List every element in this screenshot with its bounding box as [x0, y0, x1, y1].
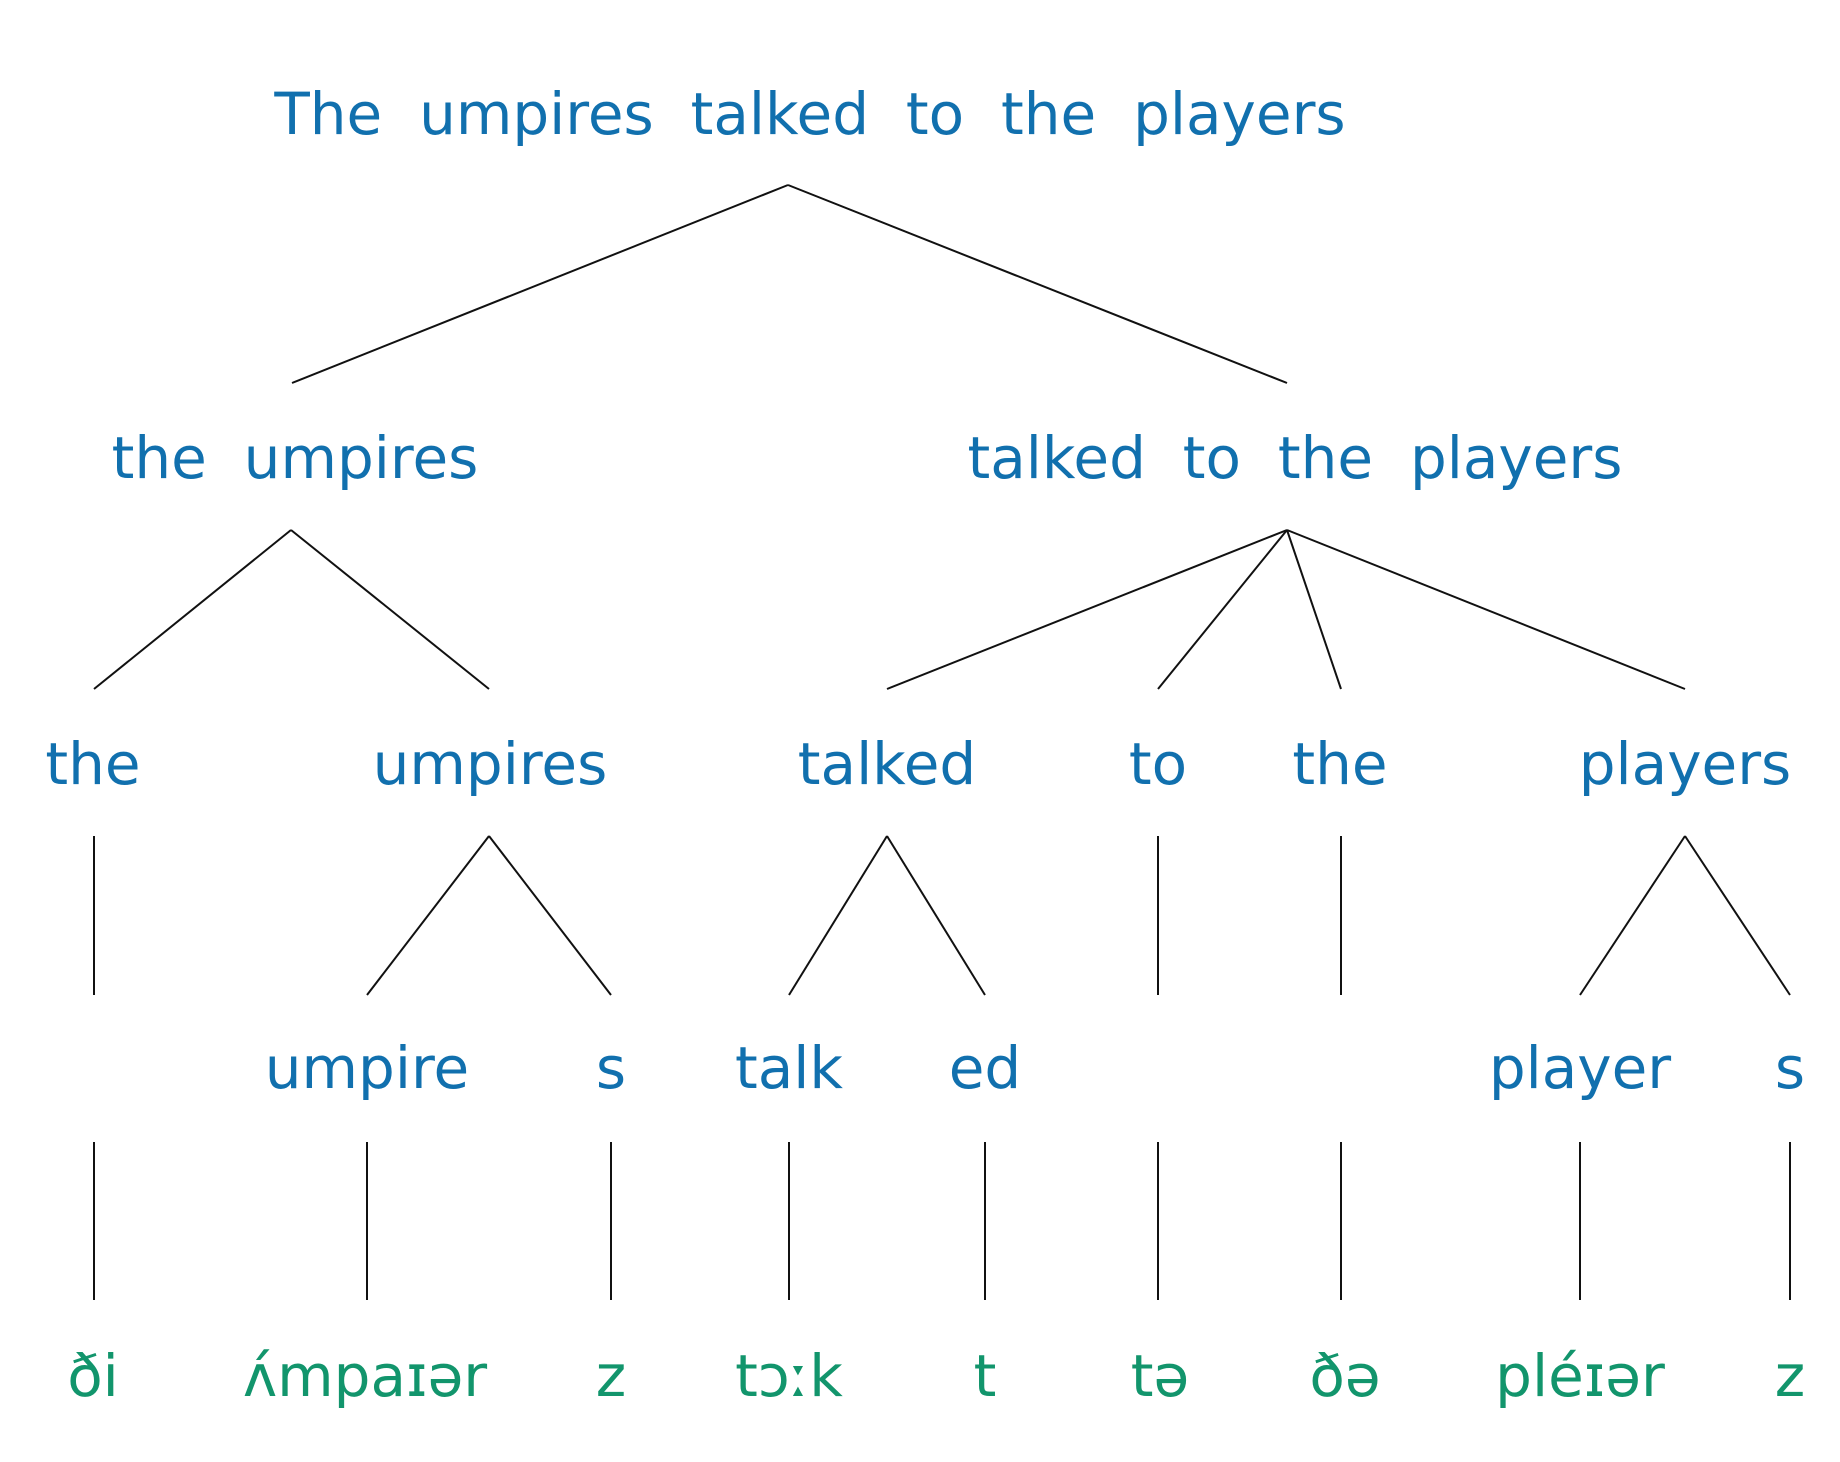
sentence-node: The umpires talked to the players [273, 80, 1345, 148]
edge-subject-umpires [290, 529, 490, 690]
edge-predicate-players [1286, 529, 1686, 690]
word-node-the-1: the [45, 730, 140, 798]
edge-talked-talk [788, 835, 888, 996]
phonetic-node-ed: t [974, 1342, 997, 1410]
edge-talked-ed [886, 835, 986, 996]
morpheme-node-ed: ed [949, 1034, 1022, 1102]
phonetic-node-to: tə [1131, 1342, 1189, 1410]
word-node-talked: talked [798, 730, 976, 798]
edge-predicate-talked [886, 529, 1288, 690]
edge-players-player [1579, 835, 1686, 996]
word-node-the-2: the [1292, 730, 1387, 798]
word-node-umpires: umpires [373, 730, 608, 798]
phonetic-node-the-2: ðə [1309, 1342, 1380, 1410]
edge-umpires-s [488, 835, 612, 996]
morpheme-node-s-1: s [596, 1034, 626, 1102]
edge-sentence-subject [291, 184, 789, 384]
edge-sentence-predicate [787, 184, 1288, 384]
morpheme-node-talk: talk [735, 1034, 843, 1102]
phonetic-node-the-1: ði [67, 1342, 119, 1410]
predicate-phrase-node: talked to the players [968, 424, 1623, 492]
phonetic-node-s-1: z [596, 1342, 626, 1410]
subject-phrase-node: the umpires [112, 424, 479, 492]
phonetic-node-talk: tɔːk [735, 1342, 843, 1410]
edge-subject-the [93, 529, 292, 690]
morpheme-node-s-2: s [1775, 1034, 1805, 1102]
edge-players-s [1684, 835, 1791, 996]
word-node-players: players [1579, 730, 1792, 798]
phonetic-node-s-2: z [1775, 1342, 1805, 1410]
phonetic-node-player: pléɪər [1495, 1342, 1665, 1410]
morpheme-node-player: player [1489, 1034, 1671, 1102]
edge-predicate-to [1157, 529, 1288, 690]
phonetic-node-umpire: ʌ́mpaɪər [243, 1342, 487, 1410]
word-node-to: to [1129, 730, 1187, 798]
edge-predicate-the [1286, 529, 1342, 690]
morpheme-node-umpire: umpire [265, 1034, 469, 1102]
edge-umpires-umpire [366, 835, 490, 996]
